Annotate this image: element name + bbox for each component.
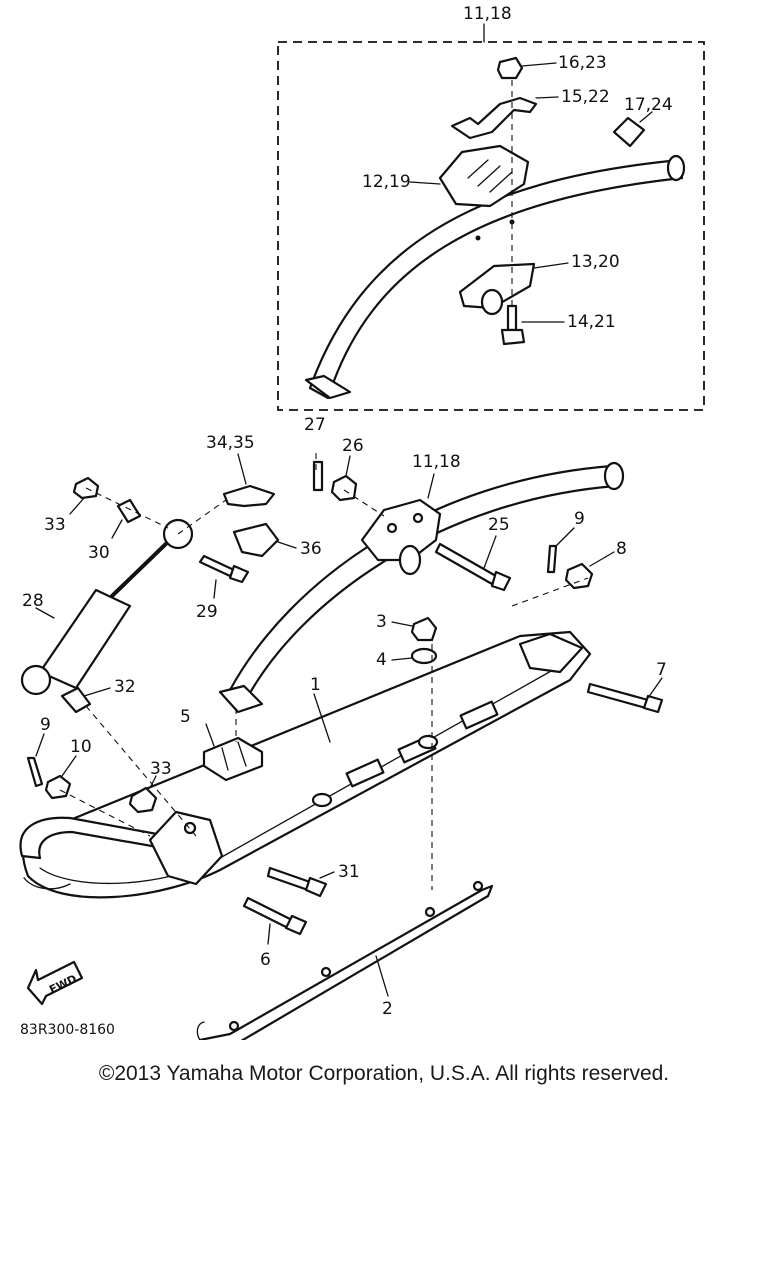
bolt-31 xyxy=(266,866,335,898)
nut-3 xyxy=(391,616,438,642)
callout-29: 29 xyxy=(196,602,218,622)
callout-33-lower: 33 xyxy=(150,759,172,779)
callout-17-24: 17,24 xyxy=(624,95,673,115)
runner-2 xyxy=(196,880,494,1040)
callout-10: 10 xyxy=(70,737,92,757)
bolt-29 xyxy=(198,554,250,599)
ski-front-bracket xyxy=(148,810,224,886)
diagram-canvas: 11,18 16,23 15,22 17,24 12,19 13,20 xyxy=(19,4,705,1040)
exploded-parts-diagram: 11,18 16,23 15,22 17,24 12,19 13,20 xyxy=(19,4,705,1040)
callout-30: 30 xyxy=(88,543,110,563)
callout-28: 28 xyxy=(22,591,44,611)
callout-3: 3 xyxy=(376,612,387,632)
callout-15-22: 15,22 xyxy=(561,87,610,107)
callout-31: 31 xyxy=(338,862,360,882)
callout-16-23: 16,23 xyxy=(558,53,607,73)
bolt-14-21 xyxy=(500,304,565,346)
bolt-7 xyxy=(586,677,664,714)
callout-32: 32 xyxy=(114,677,136,697)
bolt-25 xyxy=(434,535,512,592)
bushing-33-lower xyxy=(128,775,158,814)
bolt-6 xyxy=(242,896,308,945)
callout-5: 5 xyxy=(180,707,191,727)
callout-14-21: 14,21 xyxy=(567,312,616,332)
callout-4: 4 xyxy=(376,650,387,670)
bracket-12-19 xyxy=(409,144,530,208)
washer-4 xyxy=(391,647,438,665)
nut-8 xyxy=(564,551,615,590)
callout-6: 6 xyxy=(260,950,271,970)
clip-34-35 xyxy=(222,453,276,508)
callout-25: 25 xyxy=(488,515,510,535)
clamp-15-22 xyxy=(450,96,559,140)
callout-9-right: 9 xyxy=(574,509,585,529)
bracket-36 xyxy=(232,522,297,558)
subassembly-label: 11,18 xyxy=(463,4,512,24)
callout-36: 36 xyxy=(300,539,322,559)
alignment-lines xyxy=(59,452,589,890)
ski-1 xyxy=(22,630,592,899)
callout-9-left: 9 xyxy=(40,715,51,735)
callout-34-35: 34,35 xyxy=(206,433,255,453)
leaf-spring-detail xyxy=(304,154,686,400)
subassembly-box xyxy=(277,41,705,411)
fwd-arrow-icon: FWD xyxy=(26,960,84,1006)
collar-17-24 xyxy=(612,111,653,148)
nut-26 xyxy=(330,455,358,502)
callout-27: 27 xyxy=(304,415,326,435)
callout-2: 2 xyxy=(382,999,393,1019)
copyright-notice: ©2013 Yamaha Motor Corporation, U.S.A. A… xyxy=(98,1062,670,1085)
seat-5 xyxy=(202,723,264,782)
bolt-27 xyxy=(312,460,324,492)
bushing-33-top xyxy=(69,476,100,515)
shock-absorber-28 xyxy=(20,518,194,696)
callout-13-20: 13,20 xyxy=(571,252,620,272)
nut-16-23 xyxy=(496,56,557,80)
diagram-code: 83R300-8160 xyxy=(20,1022,115,1038)
callout-12-19: 12,19 xyxy=(362,172,411,192)
callout-26: 26 xyxy=(342,436,364,456)
collar-32 xyxy=(60,686,111,714)
callout-1: 1 xyxy=(310,675,321,695)
collar-30 xyxy=(111,498,142,539)
callout-8: 8 xyxy=(616,539,627,559)
plate-13-20 xyxy=(458,262,569,316)
callout-7: 7 xyxy=(656,660,667,680)
leaf-spring xyxy=(218,461,625,714)
callout-33-top: 33 xyxy=(44,515,66,535)
callout-11-18: 11,18 xyxy=(412,452,461,472)
nut-10 xyxy=(44,755,77,800)
cotter-pin-9-right xyxy=(546,527,575,574)
cotter-pin-9-left xyxy=(26,733,45,788)
